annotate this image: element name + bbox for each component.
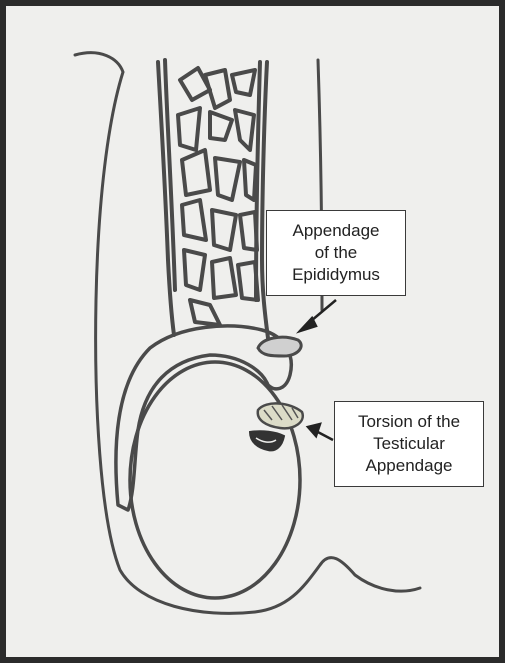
appendage-epididymus-shape	[258, 337, 301, 356]
label-line: Epididymus	[267, 264, 405, 286]
label-line: Testicular	[335, 433, 483, 455]
label-line: Appendage	[267, 220, 405, 242]
label-line: Torsion of the	[335, 411, 483, 433]
label-torsion-of-the-testicular-appendage: Torsion of the Testicular Appendage	[334, 401, 484, 487]
label-line: of the	[267, 242, 405, 264]
paper-background	[6, 6, 499, 657]
label-line: Appendage	[335, 455, 483, 477]
label-appendage-of-the-epididymus: Appendage of the Epididymus	[266, 210, 406, 296]
